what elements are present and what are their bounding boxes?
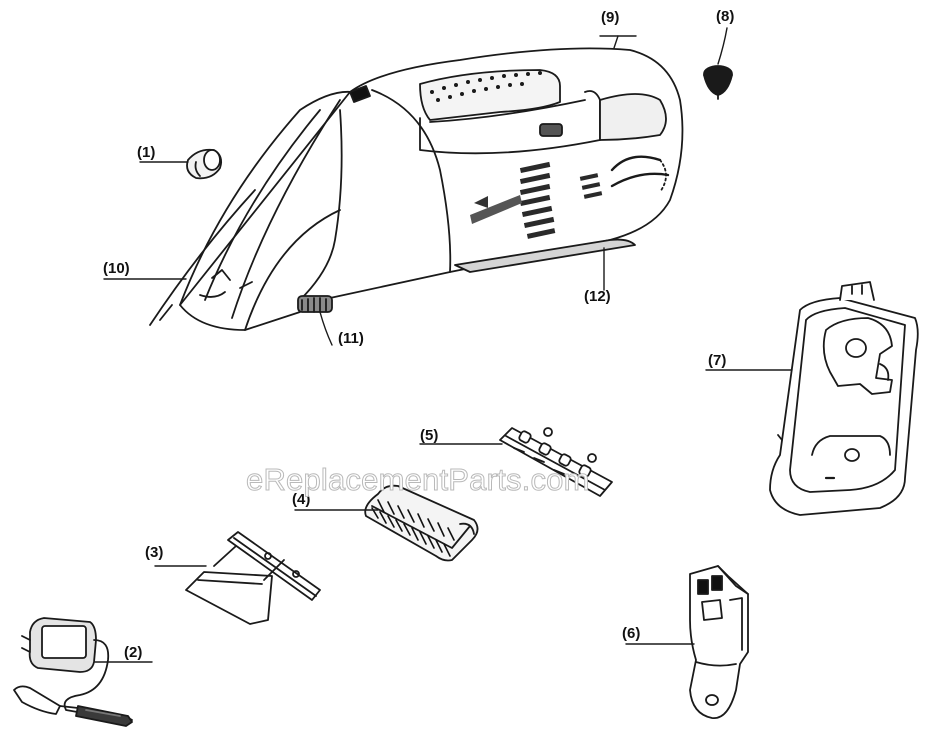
watermark-text: eReplacementParts.com [246, 462, 590, 498]
wheel [297, 295, 333, 313]
callout-1: (1) [137, 144, 156, 161]
callout-3: (3) [145, 544, 164, 561]
part-7-charging-base [769, 281, 919, 516]
part-4-brush [364, 484, 479, 562]
callout-12: (12) [584, 288, 611, 305]
leader-lines [94, 27, 793, 663]
part-5-agitator-clip [499, 427, 613, 497]
callout-10: (10) [103, 260, 130, 277]
callout-6: (6) [622, 625, 641, 642]
side-vents [519, 161, 603, 239]
hand-vacuum-body [149, 47, 684, 331]
part-3-filter [185, 531, 321, 625]
callout-4: (4) [292, 491, 311, 508]
callout-5: (5) [420, 427, 439, 444]
vent-dots [430, 71, 542, 102]
part-1-button [186, 148, 223, 180]
callout-9: (9) [601, 9, 620, 26]
callout-8: (8) [716, 8, 735, 25]
part-2-charger [13, 617, 133, 727]
callout-11: (11) [338, 330, 364, 347]
part-8-knob [703, 65, 733, 100]
callout-2: (2) [124, 644, 143, 661]
part-6-bracket [689, 565, 749, 719]
callout-7: (7) [708, 352, 727, 369]
